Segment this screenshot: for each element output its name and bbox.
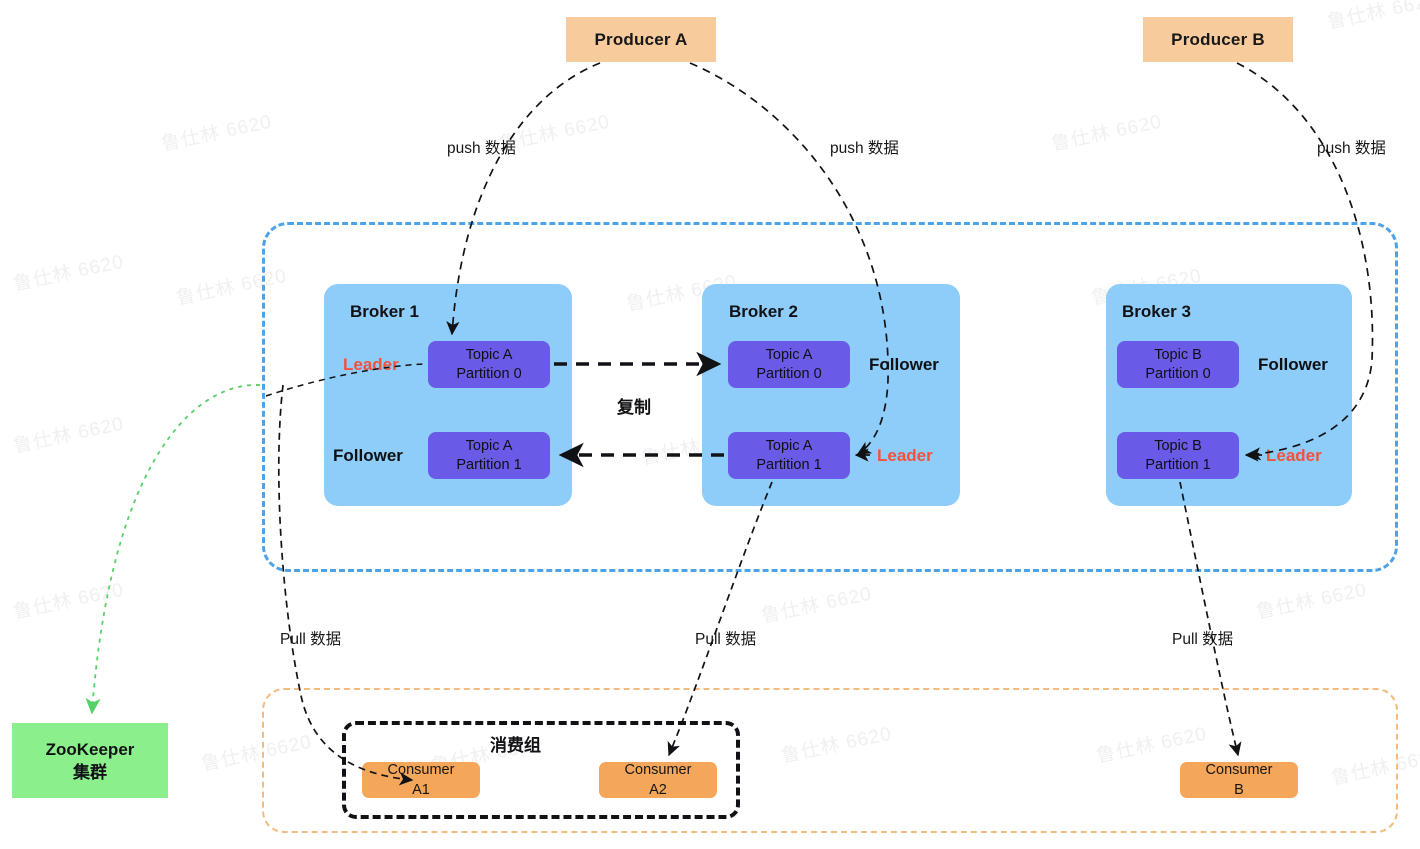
watermark: 鲁仕林 6620 [11, 579, 126, 624]
broker-1-title: Broker 1 [350, 302, 419, 321]
consumer-a1-box[interactable]: Consumer A1 [362, 762, 480, 798]
broker-2-partition-0-role: Follower [869, 355, 939, 374]
consumer-label-line2: B [1234, 782, 1244, 798]
partition-index: Partition 0 [756, 365, 822, 382]
push-label-1: push 数据 [447, 140, 516, 157]
consumer-label-line2: A1 [412, 782, 430, 798]
partition-index: Partition 0 [456, 365, 522, 382]
zookeeper-box[interactable]: ZooKeeper 集群 [12, 723, 168, 798]
consumer-b-box[interactable]: Consumer B [1180, 762, 1298, 798]
watermark: 鲁仕林 6620 [1049, 111, 1164, 156]
edge-cluster-to-zookeeper [85, 384, 261, 715]
partition-topic: Topic B [1154, 437, 1202, 454]
partition-index: Partition 1 [756, 456, 822, 473]
partition-topic: Topic A [465, 437, 513, 454]
producer-b-box[interactable]: Producer B [1143, 17, 1293, 62]
broker-1-partition-1-role: Follower [333, 446, 403, 465]
pull-label-3: Pull 数据 [1172, 631, 1234, 648]
zookeeper-label-line1: ZooKeeper [45, 739, 135, 759]
partition-index: Partition 0 [1145, 365, 1211, 382]
consumer-label-line1: Consumer [1205, 762, 1273, 778]
partition-topic: Topic A [765, 437, 813, 454]
broker-1-partition-0-role: Leader [343, 355, 399, 374]
producer-a-box[interactable]: Producer A [566, 17, 716, 62]
broker-3-partition-1-role: Leader [1266, 446, 1322, 465]
push-label-3: push 数据 [1317, 140, 1386, 157]
partition-index: Partition 1 [1145, 456, 1211, 473]
consumer-group-title: 消费组 [490, 736, 541, 755]
producer-a-label: Producer A [594, 29, 688, 49]
watermark: 鲁仕林 6620 [11, 251, 126, 296]
broker-3-partition-1[interactable]: Topic B Partition 1 [1117, 432, 1239, 479]
zookeeper-label-line2: 集群 [73, 762, 107, 782]
partition-index: Partition 1 [456, 456, 522, 473]
consumer-label-line1: Consumer [624, 762, 692, 778]
pull-label-2: Pull 数据 [695, 631, 757, 648]
broker-1-partition-1[interactable]: Topic A Partition 1 [428, 432, 550, 479]
broker-1-partition-0[interactable]: Topic A Partition 0 [428, 341, 550, 388]
watermark: 鲁仕林 6620 [759, 583, 874, 628]
watermark: 鲁仕林 6620 [11, 413, 126, 458]
broker-3-partition-0-role: Follower [1258, 355, 1328, 374]
consumer-a2-box[interactable]: Consumer A2 [599, 762, 717, 798]
consumer-label-line2: A2 [649, 782, 667, 798]
broker-2-partition-0[interactable]: Topic A Partition 0 [728, 341, 850, 388]
partition-topic: Topic A [765, 346, 813, 363]
watermark: 鲁仕林 6620 [1325, 0, 1420, 34]
consumer-label-line1: Consumer [387, 762, 455, 778]
watermark: 鲁仕林 6620 [159, 111, 274, 156]
broker-3-title: Broker 3 [1122, 302, 1191, 321]
broker-2-title: Broker 2 [729, 302, 798, 321]
broker-2-partition-1[interactable]: Topic A Partition 1 [728, 432, 850, 479]
replicate-label: 复制 [617, 398, 651, 417]
partition-topic: Topic B [1154, 346, 1202, 363]
partition-topic: Topic A [465, 346, 513, 363]
watermark: 鲁仕林 6620 [1254, 579, 1369, 624]
consumers-boundary [262, 688, 1398, 833]
broker-2-partition-1-role: Leader [877, 446, 933, 465]
producer-b-label: Producer B [1171, 29, 1265, 49]
push-label-2: push 数据 [830, 140, 899, 157]
broker-3-partition-0[interactable]: Topic B Partition 0 [1117, 341, 1239, 388]
pull-label-1: Pull 数据 [280, 631, 342, 648]
